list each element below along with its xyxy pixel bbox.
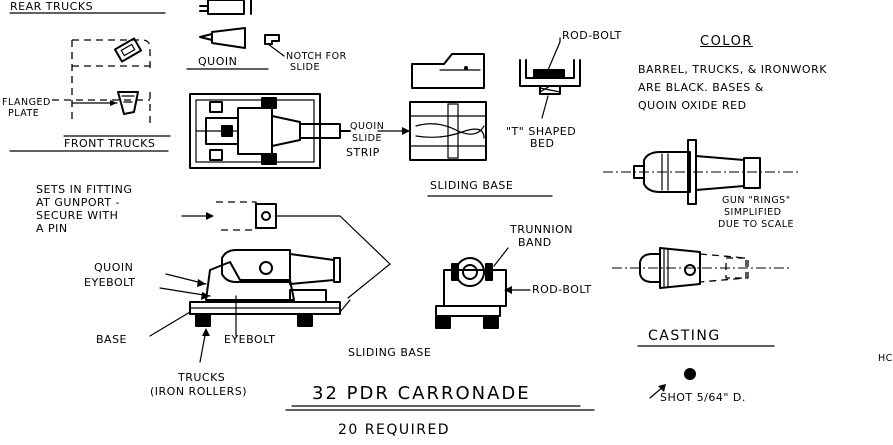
label-color-line3: QUOIN OXIDE RED — [638, 99, 747, 112]
label-sliding-base-bottom: SLIDING BASE — [348, 346, 432, 359]
label-color-title: COLOR — [700, 34, 753, 49]
label-quoin-slide-line3: STRIP — [346, 146, 380, 159]
label-rear-trucks: REAR TRUCKS — [10, 0, 94, 13]
label-rod-bolt-top: ROD-BOLT — [562, 29, 622, 42]
label-flanged-line2: PLATE — [8, 108, 40, 119]
label-quoin: QUOIN — [198, 55, 238, 68]
page-title: 32 PDR CARRONADE — [312, 383, 531, 404]
gun-side-view-upper — [603, 139, 800, 205]
rear-trucks-fragment — [9, 0, 252, 15]
label-notch-line2: SLIDE — [290, 62, 320, 73]
sliding-base-drawings — [377, 53, 553, 197]
label-front-trucks: FRONT TRUCKS — [64, 137, 156, 150]
side-view-carronade — [149, 249, 351, 363]
label-trucks-line1: TRUCKS — [178, 371, 226, 384]
label-t-shaped-line1: "T" SHAPED — [506, 125, 577, 138]
label-trucks-line2: (IRON ROLLERS) — [150, 385, 247, 398]
t-shaped-bed — [519, 37, 581, 119]
label-t-shaped-line2: BED — [530, 137, 555, 150]
label-trunnion-line1: TRUNNION — [510, 223, 574, 236]
label-rod-bolt-side: ROD-BOLT — [532, 283, 592, 296]
label-sliding-base-top: SLIDING BASE — [430, 179, 514, 192]
label-quoin-lower: QUOIN — [94, 261, 134, 274]
label-required: 20 REQUIRED — [338, 422, 451, 438]
front-view-carronade — [435, 247, 531, 329]
label-cutoff-edge: HC — [878, 353, 893, 364]
label-base: BASE — [96, 333, 128, 346]
label-gun-rings-line3: DUE TO SCALE — [718, 219, 795, 230]
label-eyebolt-right: EYEBOLT — [224, 333, 276, 346]
label-notch-line1: NOTCH FOR — [286, 51, 347, 62]
gun-side-view-lower — [612, 247, 790, 289]
casting-shot — [637, 345, 775, 399]
label-eyebolt-left: EYEBOLT — [84, 276, 136, 289]
label-gun-rings-line2: SIMPLIFIED — [724, 207, 782, 218]
label-casting: CASTING — [648, 328, 721, 344]
label-sets-line4: A PIN — [36, 222, 68, 235]
label-color-line1: BARREL, TRUCKS, & IRONWORK — [638, 63, 827, 76]
rear-truck-plan — [9, 37, 171, 152]
quoin-drawing — [186, 27, 285, 70]
label-gun-rings-line1: GUN "RINGS" — [722, 195, 791, 206]
gunport-fitting — [181, 201, 391, 299]
plan-view-carronade — [189, 93, 351, 169]
label-sets-line2: AT GUNPORT - — [36, 196, 121, 209]
label-sets-line3: SECURE WITH — [36, 209, 119, 222]
title-underline — [285, 405, 595, 411]
label-trunnion-line2: BAND — [518, 236, 552, 249]
label-quoin-slide-line2: SLIDE — [352, 133, 382, 144]
label-shot: SHOT 5/64" D. — [660, 391, 746, 404]
label-flanged-line1: FLANGED — [2, 97, 51, 108]
label-color-line2: ARE BLACK. BASES & — [638, 81, 764, 94]
label-sets-line1: SETS IN FITTING — [36, 183, 133, 196]
label-quoin-slide-line1: QUOIN — [350, 121, 385, 132]
